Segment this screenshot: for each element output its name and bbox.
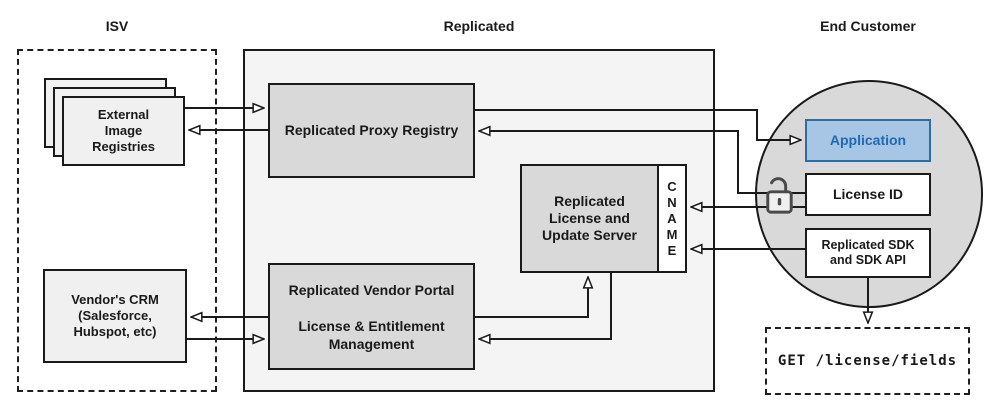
external-image-registries-node: External Image Registries (62, 96, 185, 166)
vendors-crm-node: Vendor's CRM (Salesforce, Hubspot, etc) (43, 269, 187, 363)
replicated-vendor-portal-node: Replicated Vendor Portal License & Entit… (268, 263, 475, 370)
section-title-isv: ISV (105, 18, 129, 34)
cname-letter: C (667, 178, 677, 194)
replicated-license-update-server-node: Replicated License and Update Server (520, 164, 659, 273)
cname-letter: M (666, 226, 678, 242)
license-id-node: License ID (805, 173, 931, 216)
arrow-proxy-to-application (475, 109, 801, 140)
unlocked-padlock-icon (766, 177, 793, 214)
arrow-license-server-to-portal (479, 273, 612, 339)
replicated-sdk-node: Replicated SDK and SDK API (805, 228, 931, 278)
arrow-portal-to-license-server (475, 277, 588, 318)
cname-node: C N A M E (657, 164, 687, 273)
section-title-replicated: Replicated (443, 18, 515, 34)
cname-letter: A (667, 210, 677, 226)
cname-letter: N (667, 194, 677, 210)
replicated-proxy-registry-node: Replicated Proxy Registry (268, 83, 475, 178)
get-license-fields-request: GET /license/fields (765, 327, 970, 395)
application-node: Application (805, 119, 931, 162)
section-title-end-customer: End Customer (820, 18, 916, 34)
cname-letter: E (667, 242, 677, 258)
